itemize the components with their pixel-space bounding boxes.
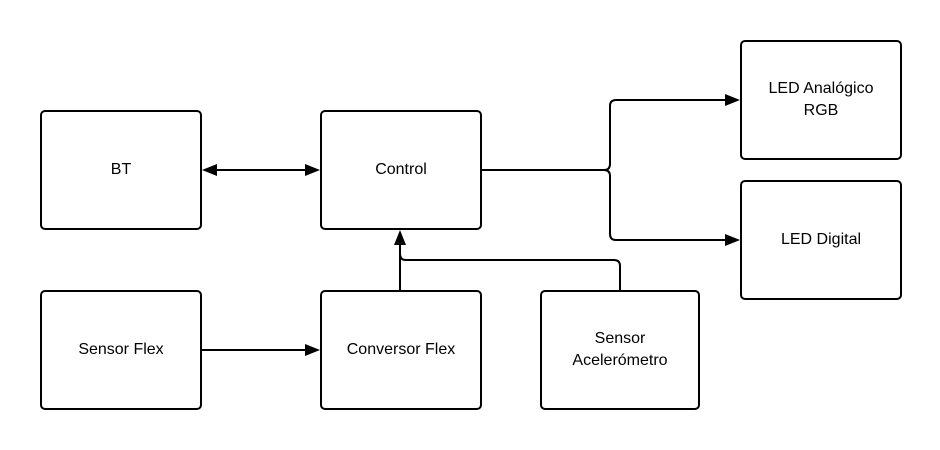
node-sensor-flex-label: Sensor Flex	[78, 341, 164, 358]
node-led-rgb-label-line1: LED Analógico	[768, 80, 874, 97]
edge-control-led-digital	[603, 169, 728, 241]
arrowhead-to-bt	[202, 164, 217, 176]
node-conversor-flex-label: Conversor Flex	[346, 341, 456, 358]
node-sensor-accel-label-line1: Sensor	[594, 330, 646, 347]
node-conversor-flex[interactable]: Conversor Flex	[320, 290, 482, 410]
node-sensor-accel-label-line2: Acelerómetro	[572, 352, 668, 369]
node-led-digital[interactable]: LED Digital	[740, 180, 902, 300]
arrowhead-to-control	[305, 164, 320, 176]
node-control[interactable]: Control	[320, 110, 482, 230]
arrowhead-to-led-digital	[725, 234, 740, 246]
node-bt[interactable]: BT	[40, 110, 202, 230]
arrowhead-to-led-rgb	[725, 94, 740, 106]
node-led-rgb-label-line2: RGB	[803, 102, 839, 119]
node-sensor-accel-label: Sensor Acelerómetro	[572, 328, 667, 372]
node-sensor-flex[interactable]: Sensor Flex	[40, 290, 202, 410]
node-control-label: Control	[375, 161, 427, 178]
node-led-rgb-label: LED Analógico RGB	[769, 78, 874, 122]
node-led-analogico-rgb[interactable]: LED Analógico RGB	[740, 40, 902, 160]
node-bt-label: BT	[110, 161, 132, 178]
edge-accel-control	[399, 253, 621, 290]
node-led-digital-label: LED Digital	[780, 231, 862, 248]
arrowhead-to-conversor	[305, 344, 320, 356]
node-sensor-acelerometro[interactable]: Sensor Acelerómetro	[540, 290, 700, 410]
arrowhead-to-control-bottom	[394, 230, 406, 245]
edge-control-led-rgb	[482, 99, 728, 171]
